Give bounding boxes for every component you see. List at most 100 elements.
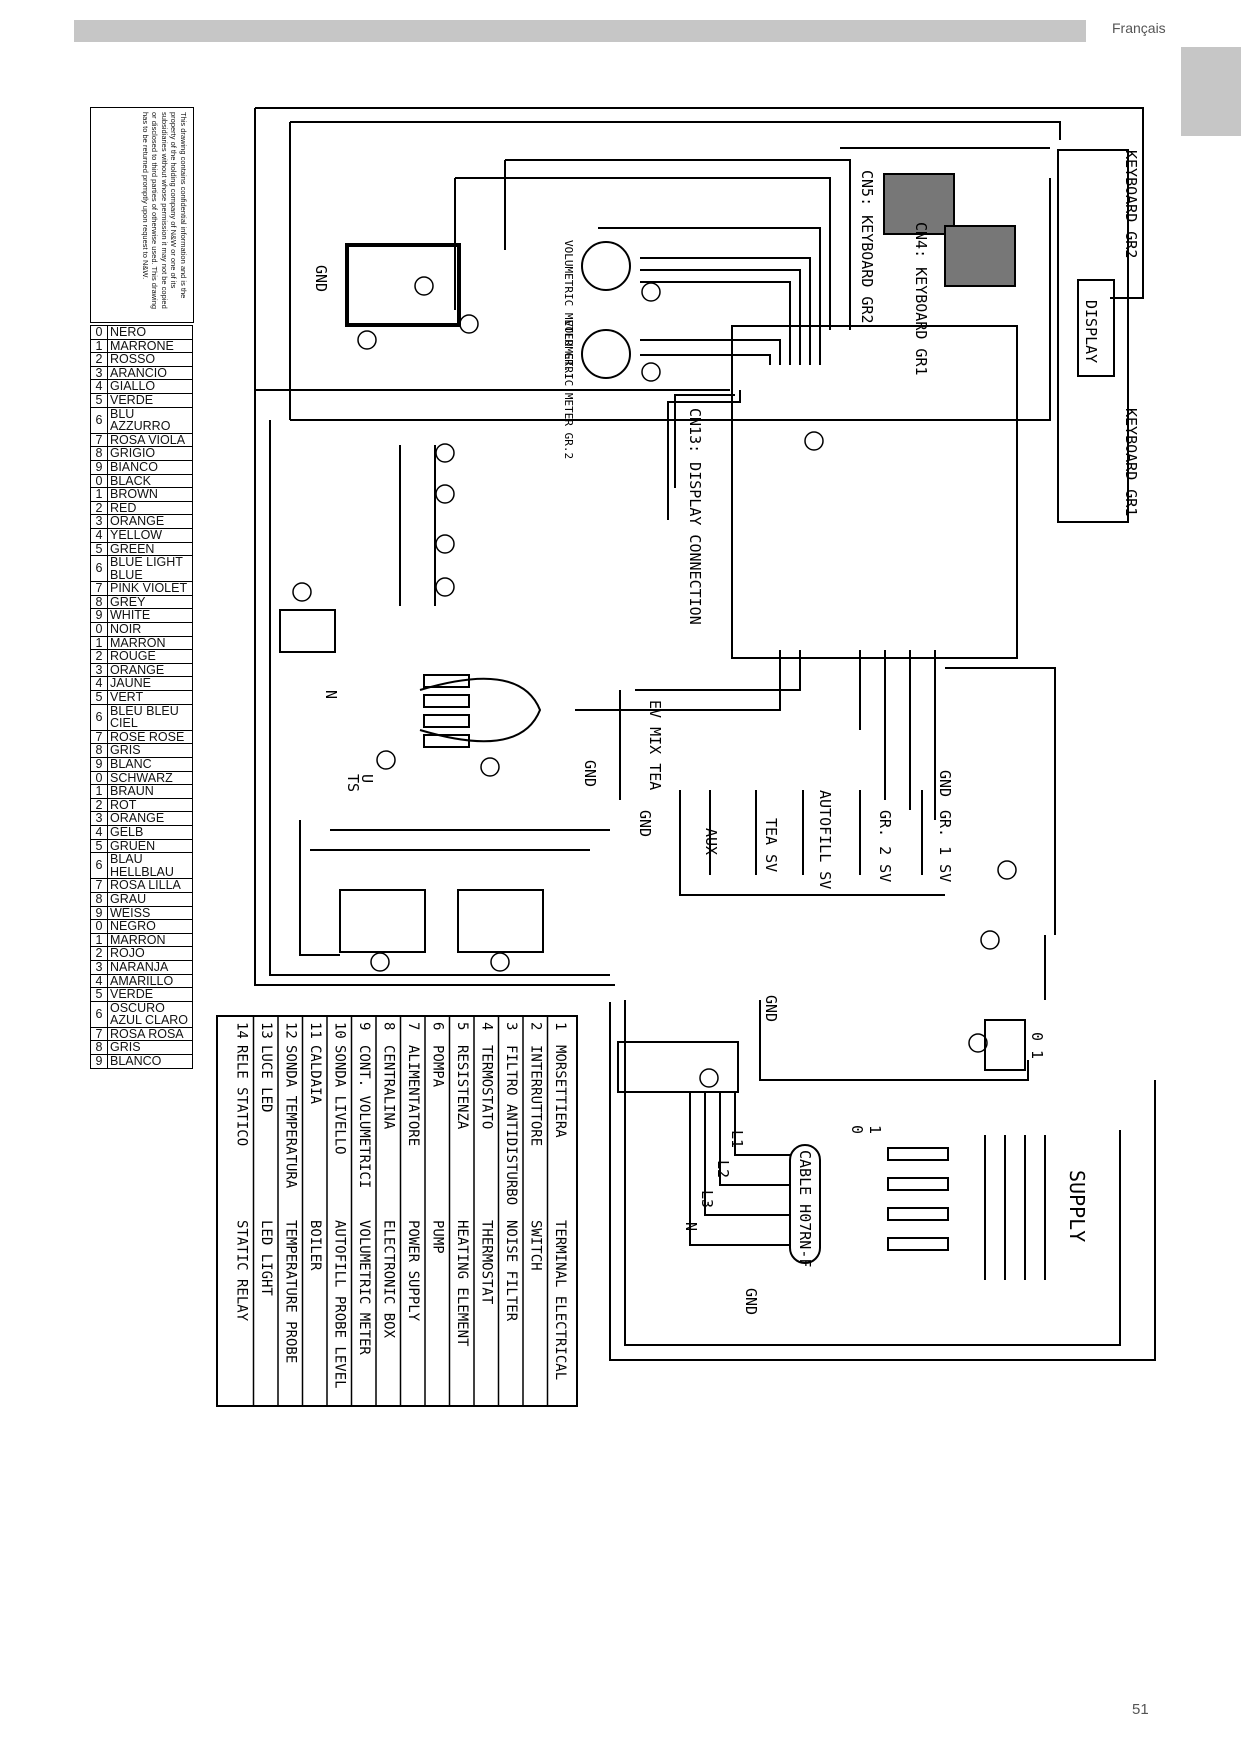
color-name: BLANCO xyxy=(107,1054,193,1069)
legend-english: THERMOSTAT xyxy=(479,1220,495,1305)
cn5-label: CN5: KEYBOARD GR2 xyxy=(858,170,876,324)
legend-english: POWER SUPPLY xyxy=(405,1220,421,1322)
color-name: OSCURO AZUL CLARO xyxy=(107,1000,193,1028)
legend-english: ELECTRONIC BOX xyxy=(381,1220,397,1339)
color-name: AMARILLO xyxy=(107,973,193,989)
color-name: GRIS xyxy=(107,1040,193,1056)
legend-number: 9 xyxy=(356,1022,372,1030)
color-name: GREY xyxy=(107,594,193,610)
keyboard-gr1-label: KEYBOARD GR1 xyxy=(1122,408,1140,516)
legend-italian: SONDA LIVELLO xyxy=(332,1045,348,1155)
legend-italian: CONT. VOLUMETRICI xyxy=(356,1045,372,1188)
keyboard-gr2-label: KEYBOARD GR2 xyxy=(1122,150,1140,258)
cn4-label: CN4: KEYBOARD GR1 xyxy=(912,222,930,376)
gnd-label-evmix: GND xyxy=(581,760,599,787)
l2-label: L2 xyxy=(714,1160,732,1178)
legend-number: 11 xyxy=(307,1022,323,1039)
n-label-supply: N xyxy=(682,1222,700,1231)
legend-number: 5 xyxy=(454,1022,470,1030)
color-name: WHITE xyxy=(107,608,193,624)
legend-number: 6 xyxy=(430,1022,446,1030)
legend-italian: RELE STATICO xyxy=(234,1045,250,1146)
page-number: 51 xyxy=(1132,1701,1149,1718)
legend-english: TERMINAL ELECTRICAL xyxy=(552,1220,568,1380)
legend-italian: SONDA TEMPERATURA xyxy=(283,1045,299,1189)
vm-gr1-label: VOLUMETRIC METER GR.1 xyxy=(562,240,575,379)
color-name: ARANCIO xyxy=(107,365,193,381)
legend-english: HEATING ELEMENT xyxy=(454,1220,470,1347)
side-tab xyxy=(1181,47,1241,136)
n-label-heater: N xyxy=(322,690,340,699)
legend-italian: CENTRALINA xyxy=(381,1045,397,1130)
legend-english: STATIC RELAY xyxy=(234,1220,250,1322)
color-name: BLEU BLEU CIEL xyxy=(107,703,193,731)
ts-label: TS xyxy=(344,774,362,792)
switch-one-label: 1 xyxy=(866,1125,884,1134)
color-name: ORANGE xyxy=(107,662,193,678)
aux-label: AUX xyxy=(702,828,720,855)
gnd-label-terminal: GND xyxy=(762,995,780,1022)
color-name: BLAU HELLBLAU xyxy=(107,852,193,880)
confidential-note-box xyxy=(90,107,194,323)
legend-number: 1 xyxy=(552,1022,568,1030)
legend-italian: MORSETTIERA xyxy=(552,1045,568,1138)
color-name: ROSE ROSE xyxy=(107,729,193,745)
autofill-sv-label: AUTOFILL SV xyxy=(816,790,834,889)
tea-sv-label: TEA SV xyxy=(762,818,780,872)
color-name: BRAUN xyxy=(107,784,193,799)
color-number: 6 xyxy=(90,406,108,434)
legend-english: VOLUMETRIC METER xyxy=(356,1220,372,1355)
legend-english: SWITCH xyxy=(528,1220,544,1271)
legend-number: 2 xyxy=(528,1022,544,1030)
legend-number: 7 xyxy=(405,1022,421,1030)
legend-english: NOISE FILTER xyxy=(503,1220,519,1322)
legend-english: AUTOFILL PROBE LEVEL xyxy=(332,1220,348,1389)
color-name: PINK VIOLET xyxy=(107,581,193,596)
gnd-label-pump: GND xyxy=(936,770,954,797)
legend-number: 13 xyxy=(258,1022,274,1039)
color-name: VERT xyxy=(107,690,193,705)
color-name: BIANCO xyxy=(107,459,193,475)
gnd-label-supply: GND xyxy=(742,1288,760,1315)
legend-number: 3 xyxy=(503,1022,519,1030)
color-name: GRIGIO xyxy=(107,446,193,461)
legend-italian: FILTRO ANTIDISTURBO xyxy=(503,1045,519,1205)
language-label: Français xyxy=(1112,20,1166,36)
gr2-sv-label: GR. 2 SV xyxy=(876,810,894,882)
color-name: ORANGE xyxy=(107,514,193,529)
legend-number: 12 xyxy=(283,1022,299,1039)
legend-english: PUMP xyxy=(430,1220,446,1254)
l3-label: L3 xyxy=(698,1190,716,1208)
color-name: NEGRO xyxy=(107,919,193,934)
gr1-sv-label: GR. 1 SV xyxy=(936,810,954,882)
gnd-label-valves: GND xyxy=(636,810,654,837)
legend-italian: LUCE LED xyxy=(258,1045,274,1112)
legend-number: 14 xyxy=(234,1022,250,1039)
ev-mix-tea-label: EV MIX TEA xyxy=(646,700,664,790)
legend-italian: ALIMENTATORE xyxy=(405,1045,421,1146)
vm-gr2-label: VOLUMETRIC METER GR.2 xyxy=(562,320,575,459)
color-name: NOIR xyxy=(107,622,193,637)
color-name: BLU AZZURRO xyxy=(107,406,193,434)
cn13-label: CN13: DISPLAY CONNECTION xyxy=(686,408,704,625)
color-name: MARRON xyxy=(107,932,193,948)
